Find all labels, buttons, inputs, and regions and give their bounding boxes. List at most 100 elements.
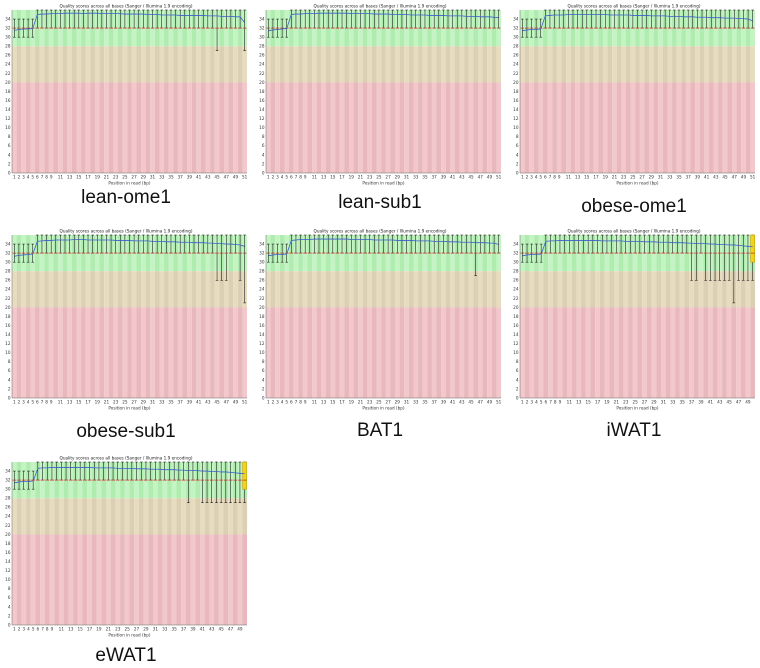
ok-zone-stripe — [704, 46, 709, 83]
bad-zone-stripe — [210, 82, 215, 173]
ok-zone-stripe — [581, 271, 586, 308]
ok-zone-stripe — [26, 498, 31, 535]
x-tick-label: 49 — [233, 175, 239, 180]
ok-zone-stripe — [205, 271, 211, 308]
bad-zone-stripe — [348, 307, 354, 398]
ok-zone-stripe — [115, 498, 121, 535]
ok-zone-stripe — [644, 46, 650, 83]
bad-zone-stripe — [524, 82, 530, 173]
bad-zone-stripe — [321, 82, 326, 173]
bad-zone-stripe — [736, 82, 742, 173]
ok-zone-stripe — [131, 46, 137, 83]
bad-zone-stripe — [94, 82, 100, 173]
bad-zone-stripe — [91, 534, 97, 625]
bad-zone-stripe — [302, 307, 308, 398]
ok-zone-stripe — [12, 498, 17, 535]
bad-zone-stripe — [200, 82, 206, 173]
x-tick-label: 8 — [554, 400, 557, 405]
ok-zone-stripe — [344, 46, 349, 83]
x-tick-label: 3 — [22, 175, 25, 180]
ok-zone-stripe — [113, 271, 119, 308]
ok-zone-stripe — [684, 271, 690, 308]
x-tick-label: 19 — [95, 400, 101, 405]
bad-zone-stripe — [181, 534, 186, 625]
x-tick-label: 27 — [385, 400, 391, 405]
ok-zone-stripe — [614, 271, 619, 308]
bad-zone-stripe — [21, 534, 27, 625]
ok-zone-stripe — [381, 271, 386, 308]
chart-caption-eWAT1: eWAT1 — [95, 645, 157, 666]
bad-zone-stripe — [68, 534, 74, 625]
x-tick-label: 49 — [741, 175, 747, 180]
ok-zone-stripe — [195, 498, 201, 535]
y-tick-label: 22 — [259, 71, 265, 76]
x-axis-label: Position in read (bp) — [616, 181, 658, 186]
bad-zone-stripe — [157, 534, 163, 625]
ok-zone-stripe — [242, 46, 248, 83]
bad-zone-stripe — [150, 82, 155, 173]
bad-zone-stripe — [464, 82, 469, 173]
bad-zone-stripe — [399, 82, 405, 173]
chart-title: Quality scores across all bases (Sanger … — [60, 4, 193, 9]
x-tick-label: 6 — [290, 400, 293, 405]
ok-zone-stripe — [21, 498, 27, 535]
ok-zone-stripe — [67, 46, 72, 83]
chart-title: Quality scores across all bases (Sanger … — [568, 229, 701, 234]
ok-zone-stripe — [693, 271, 699, 308]
x-tick-label: 29 — [651, 400, 657, 405]
ok-zone-stripe — [85, 46, 91, 83]
bad-zone-stripe — [675, 307, 680, 398]
ok-zone-stripe — [607, 46, 613, 83]
y-tick-label: 6 — [262, 368, 265, 373]
ok-zone-stripe — [371, 271, 377, 308]
x-tick-label: 1 — [13, 627, 16, 632]
bad-zone-stripe — [422, 82, 428, 173]
y-tick-label: 10 — [513, 125, 519, 130]
bad-zone-stripe — [468, 307, 474, 398]
bad-zone-stripe — [566, 82, 571, 173]
ok-zone-stripe — [418, 271, 423, 308]
ok-zone-stripe — [182, 46, 188, 83]
ok-zone-stripe — [182, 271, 188, 308]
ok-zone-stripe — [266, 46, 271, 83]
ok-zone-stripe — [117, 46, 123, 83]
ok-zone-stripe — [44, 271, 49, 308]
x-tick-label: 15 — [76, 175, 82, 180]
bad-zone-stripe — [12, 534, 17, 625]
bad-zone-stripe — [335, 307, 340, 398]
ok-zone-stripe — [30, 271, 36, 308]
ok-zone-stripe — [413, 271, 419, 308]
x-tick-label: 25 — [122, 175, 128, 180]
ok-zone-stripe — [520, 271, 525, 308]
ok-zone-stripe — [496, 46, 502, 83]
ok-zone-stripe — [557, 271, 563, 308]
bad-zone-stripe — [182, 82, 188, 173]
ok-zone-stripe — [200, 271, 206, 308]
bad-zone-stripe — [557, 307, 563, 398]
bad-zone-stripe — [104, 82, 109, 173]
bad-zone-stripe — [21, 307, 26, 398]
y-tick-label: 26 — [513, 278, 519, 283]
bad-zone-stripe — [26, 534, 31, 625]
y-tick-label: 4 — [516, 152, 519, 157]
ok-zone-stripe — [321, 271, 326, 308]
bad-zone-stripe — [30, 82, 36, 173]
x-tick-label: 43 — [209, 627, 215, 632]
ok-zone-stripe — [176, 498, 182, 535]
ok-zone-stripe — [695, 46, 700, 83]
ok-zone-stripe — [223, 271, 229, 308]
ok-zone-stripe — [362, 271, 368, 308]
x-tick-label: 37 — [686, 175, 692, 180]
ok-zone-stripe — [214, 271, 220, 308]
y-tick-label: 30 — [5, 35, 11, 40]
x-tick-label: 39 — [441, 175, 447, 180]
x-tick-label: 1 — [13, 175, 16, 180]
ok-zone-stripe — [708, 46, 714, 83]
x-tick-label: 5 — [540, 400, 543, 405]
ok-zone-stripe — [21, 271, 26, 308]
x-tick-label: 19 — [95, 175, 101, 180]
bad-zone-stripe — [358, 307, 363, 398]
bad-zone-stripe — [529, 82, 534, 173]
bad-zone-stripe — [459, 82, 465, 173]
ok-zone-stripe — [598, 46, 603, 83]
